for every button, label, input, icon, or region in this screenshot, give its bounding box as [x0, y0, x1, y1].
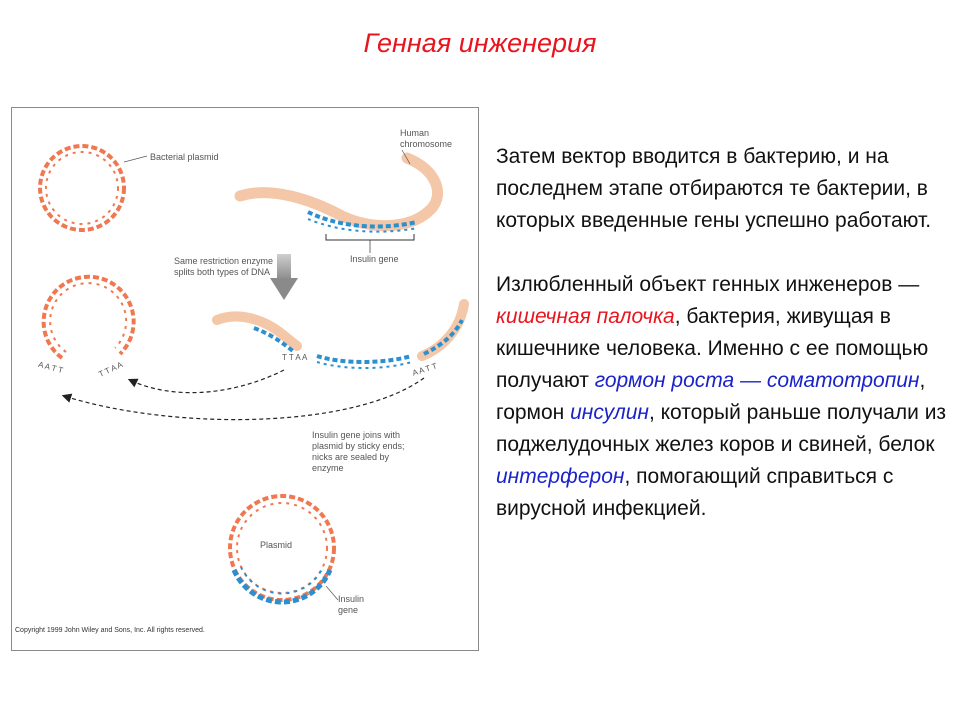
human-chromosome-label: Human chromosome — [400, 128, 453, 149]
highlight-interferon: интерферон — [496, 465, 625, 488]
bacterial-plasmid-label: Bacterial plasmid — [150, 152, 219, 162]
restriction-enzyme-label: Same restriction enzyme splits both type… — [174, 256, 274, 277]
process-arrow — [270, 254, 298, 300]
highlight-growth-hormone: гормон роста — соматотропин — [594, 369, 920, 392]
cut-plasmid-ring — [41, 274, 136, 360]
slide-title: Генная инженерия — [363, 28, 597, 58]
genetic-engineering-diagram: Bacterial plasmid Human chromosome Insul… — [11, 107, 479, 651]
highlight-insulin: инсулин — [570, 401, 649, 424]
diagram-drawing — [38, 144, 469, 605]
bacterial-plasmid-ring — [38, 144, 126, 232]
join-note-label: Insulin gene joins with plasmid by stick… — [312, 430, 405, 473]
cut-chromosome-strand — [212, 299, 469, 369]
sticky-end-middle: T T A A — [282, 353, 308, 362]
human-chromosome-strand — [234, 152, 444, 233]
paragraph-2: Излюбленный объект генных инженеров — ки… — [496, 269, 956, 525]
p2-text-g: , который раньше получали из поджелудочн… — [496, 401, 947, 456]
highlight-e-coli: кишечная палочка — [496, 305, 675, 328]
p2-text-e: , гормон — [496, 369, 926, 424]
p2-text-c: , бактерия, живущая в кишечнике человека… — [496, 305, 929, 392]
insulin-gene-label-top: Insulin gene — [350, 254, 399, 264]
recombinant-plasmid-ring — [228, 494, 336, 605]
paragraph-1: Затем вектор вводится в бактерию, и на п… — [496, 145, 932, 232]
insulin-gene-label-bottom: Insulin gene — [338, 594, 365, 615]
p2-text-a: Излюбленный объект генных инженеров — — [496, 273, 920, 296]
copyright-note: Copyright 1999 John Wiley and Sons, Inc.… — [15, 627, 205, 634]
slide-text: Затем вектор вводится в бактерию, и на п… — [496, 141, 956, 525]
joining-arrows — [61, 369, 425, 421]
p2-text-i: , помогающий справиться с вирусной инфек… — [496, 465, 894, 520]
plasmid-label: Plasmid — [260, 540, 293, 550]
